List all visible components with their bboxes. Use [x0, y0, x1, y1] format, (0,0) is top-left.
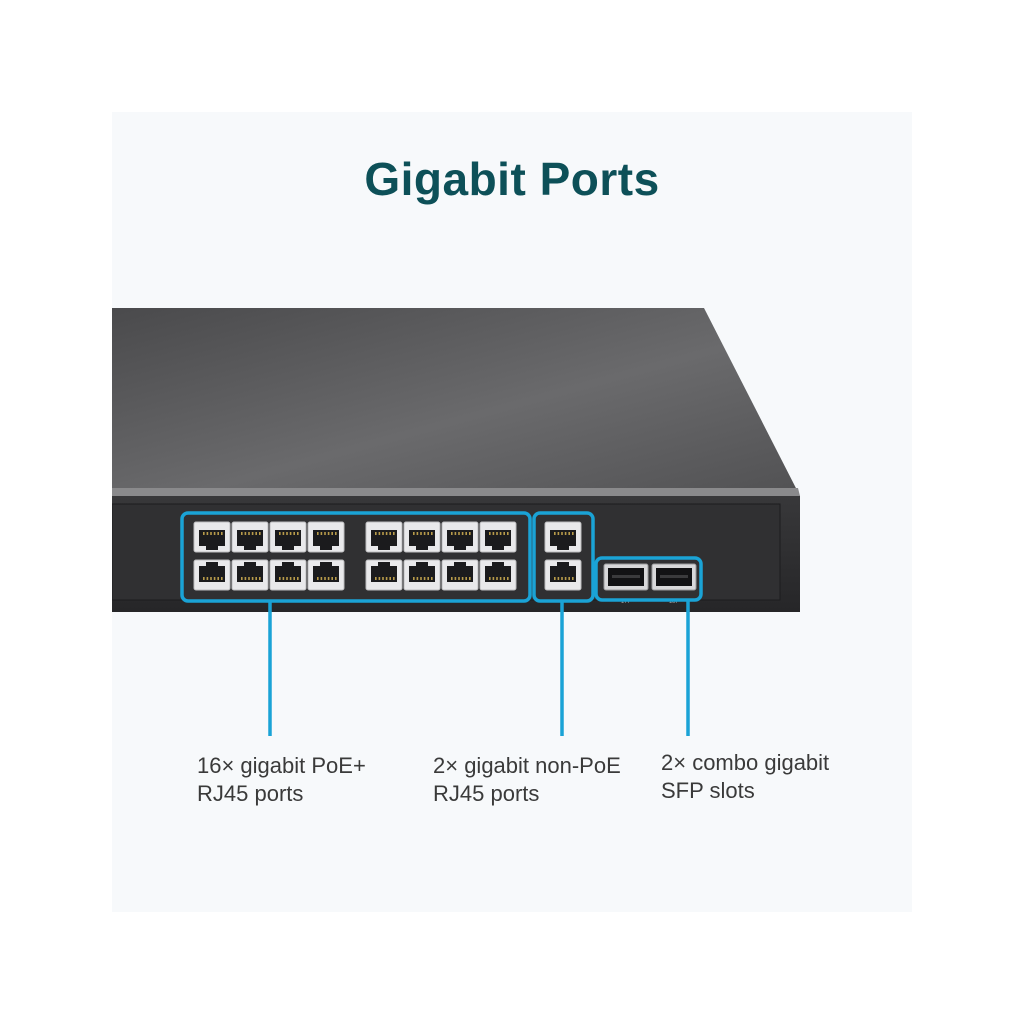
non-poe-ports-caption: 2× gigabit non-PoE RJ45 ports — [433, 752, 621, 808]
rj45-port-bottom-7 — [441, 559, 479, 591]
poe-ports-callout-frame — [180, 511, 532, 603]
sfp-slot-2: 18F — [651, 563, 697, 605]
poe-ports-caption: 16× gigabit PoE+ RJ45 ports — [197, 752, 366, 808]
product-panel: Gigabit Ports 17F 18F — [112, 112, 912, 912]
rj45-port-bottom-4 — [307, 559, 345, 591]
poe-port-group — [193, 521, 517, 591]
rj45-port-bottom-5 — [365, 559, 403, 591]
rj45-port-bottom-2 — [231, 559, 269, 591]
rj45-port-17 — [544, 521, 582, 553]
sfp-slots-caption-line1: 2× combo gigabit — [661, 750, 830, 775]
rj45-port-18 — [544, 559, 582, 591]
page-title: Gigabit Ports — [364, 153, 660, 205]
sfp-slot-1: 17F — [603, 563, 649, 605]
rj45-port-top-2 — [231, 521, 269, 553]
sfp-slots-caption-line2: SFP slots — [661, 778, 755, 803]
rj45-port-top-5 — [365, 521, 403, 553]
non-poe-port-group — [544, 521, 582, 591]
switch-top-surface — [112, 308, 800, 496]
switch-front-lip — [112, 488, 800, 496]
rj45-port-top-3 — [269, 521, 307, 553]
rj45-port-top-8 — [479, 521, 517, 553]
poe-ports-caption-line1: 16× gigabit PoE+ — [197, 753, 366, 778]
sfp-slots-callout-frame — [594, 556, 703, 602]
rj45-port-top-7 — [441, 521, 479, 553]
rj45-port-bottom-6 — [403, 559, 441, 591]
rj45-port-bottom-8 — [479, 559, 517, 591]
sfp-port-label: 18F — [669, 599, 680, 605]
sfp-slots-caption: 2× combo gigabit SFP slots — [661, 749, 829, 805]
rj45-port-top-6 — [403, 521, 441, 553]
rj45-port-bottom-3 — [269, 559, 307, 591]
non-poe-ports-caption-line1: 2× gigabit non-PoE — [433, 753, 621, 778]
switch-illustration: 17F 18F — [112, 308, 800, 736]
sfp-slot-group: 17F 18F — [603, 563, 697, 605]
rj45-port-top-4 — [307, 521, 345, 553]
rj45-port-top-1 — [193, 521, 231, 553]
poe-ports-caption-line2: RJ45 ports — [197, 781, 304, 806]
sfp-port-label: 17F — [621, 599, 632, 605]
non-poe-ports-caption-line2: RJ45 ports — [433, 781, 540, 806]
rj45-port-bottom-1 — [193, 559, 231, 591]
